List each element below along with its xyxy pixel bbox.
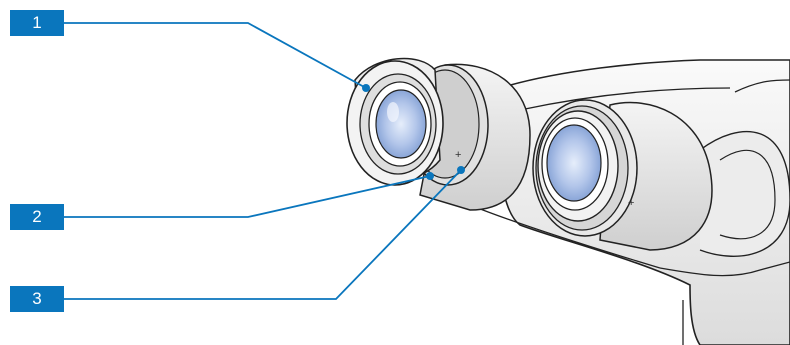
leader-dot-1 [362,84,370,92]
svg-text:+: + [455,149,461,161]
callout-label-1: 1 [10,10,64,36]
leader-dots [362,84,465,180]
svg-text:+: + [628,197,634,209]
leader-lines [64,22,462,300]
callout-label-2: 2 [10,204,64,230]
left-eyepiece: + [346,57,531,211]
leader-line-1 [64,22,367,89]
leader-dot-3 [457,166,465,174]
leader-line-3 [64,169,462,300]
callout-label-3: 3 [10,286,64,312]
leader-dot-2 [426,172,434,180]
right-eyepiece: + [532,99,713,251]
leader-line-2 [64,175,431,218]
